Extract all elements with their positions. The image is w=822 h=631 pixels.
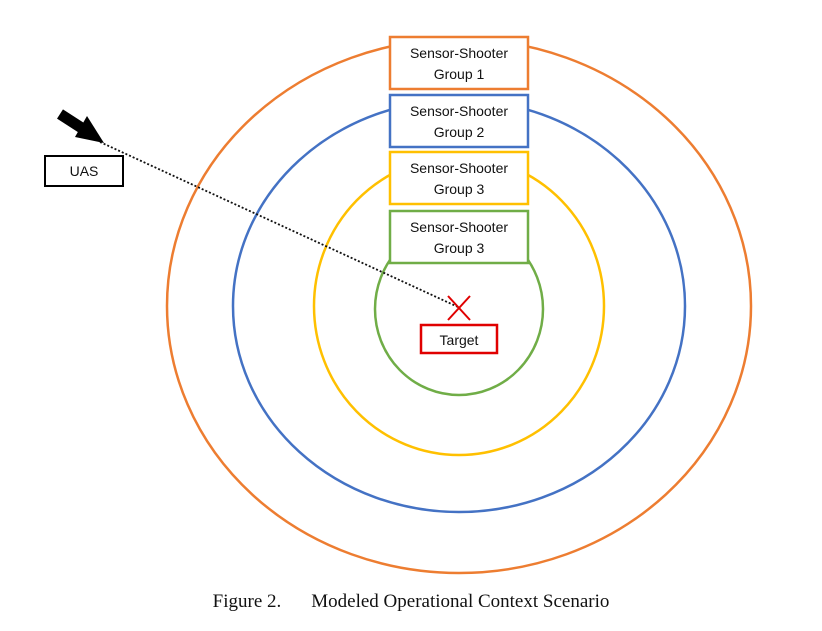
group-2-label-line1: Sensor-Shooter — [410, 103, 508, 119]
group-3-label-line2: Group 3 — [434, 181, 485, 197]
uas-trajectory-line — [99, 141, 459, 308]
group-1-label-line1: Sensor-Shooter — [410, 45, 508, 61]
figure-number: Figure 2. — [212, 591, 282, 612]
group-4-label-line2: Group 3 — [434, 240, 485, 256]
uas-arrow-icon — [57, 109, 104, 143]
group-4-label-box: Sensor-Shooter Group 3 — [388, 209, 530, 265]
target-x-icon — [447, 295, 471, 321]
figure-title: Modeled Operational Context Scenario — [311, 591, 610, 612]
uas-label: UAS — [70, 163, 99, 179]
figure-caption: Figure 2. Modeled Operational Context Sce… — [0, 591, 822, 613]
group-1-label-box: Sensor-Shooter Group 1 — [388, 35, 530, 91]
uas-label-box: UAS — [44, 155, 124, 187]
group-1-label-line2: Group 1 — [434, 66, 485, 82]
group-3-label-box: Sensor-Shooter Group 3 — [388, 150, 530, 206]
group-2-label-line2: Group 2 — [434, 124, 485, 140]
group-4-label-line1: Sensor-Shooter — [410, 219, 508, 235]
group-2-label-box: Sensor-Shooter Group 2 — [388, 93, 530, 149]
group-3-label-line1: Sensor-Shooter — [410, 160, 508, 176]
target-label: Target — [440, 332, 479, 348]
target-label-box: Target — [419, 323, 499, 355]
